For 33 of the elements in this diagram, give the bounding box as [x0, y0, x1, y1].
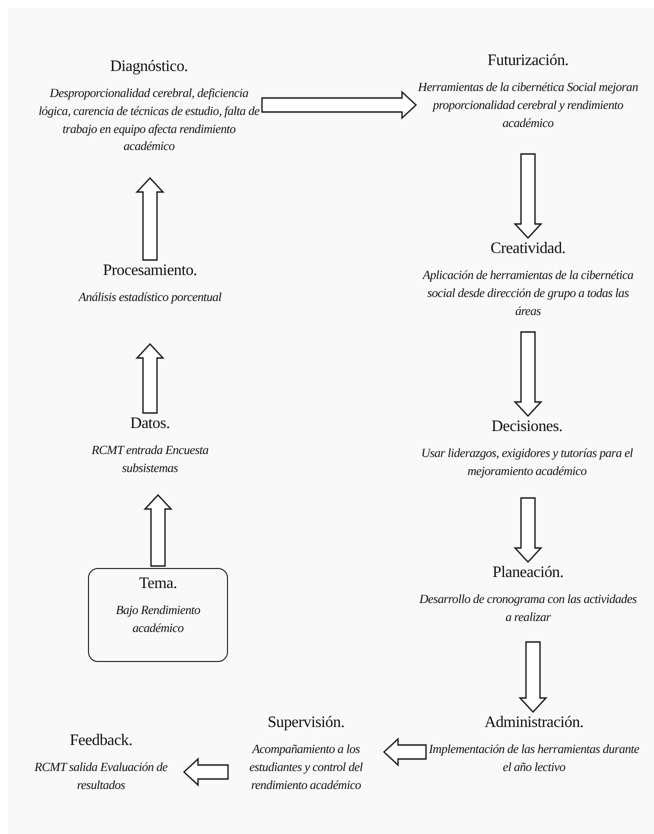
block-arrow — [513, 153, 543, 240]
step-heading: Planeación. — [492, 564, 564, 582]
step-description: Herramientas de la cibernética Social mejoran proporcionalidad cerebral y rendimiento académico — [418, 79, 638, 132]
block-arrow — [182, 757, 229, 787]
block-arrow — [143, 494, 173, 567]
step-heading: Diagnóstico. — [109, 58, 189, 76]
step-description: Acompañamiento a los estudiantes y control del rendimiento académico — [248, 741, 364, 794]
step-heading: Procesamiento. — [102, 262, 198, 280]
block-arrow — [382, 737, 427, 767]
block-arrow — [135, 176, 165, 261]
step-heading: Tema. — [138, 575, 178, 593]
step-heading: Administración. — [483, 714, 585, 732]
block-arrow — [135, 342, 165, 414]
block-arrow — [513, 331, 543, 418]
step-heading: Futurización. — [486, 52, 570, 70]
topic-box — [88, 568, 228, 662]
step-heading: Feedback. — [68, 732, 134, 750]
step-heading: Decisiones. — [490, 418, 564, 436]
step-heading: Datos. — [129, 415, 171, 433]
step-description: Desproporcionalidad cerebral, deficiencia lógica, carencia de técnicas de estudio, falta de trabajo en equipo afecta rendimiento académico — [38, 85, 260, 156]
block-arrow — [513, 497, 543, 564]
step-heading: Supervisión. — [266, 714, 346, 732]
step-description: Desarrollo de cronograma con las actividades a realizar — [418, 591, 638, 626]
step-description: Usar liderazgos, exigidores y tutorías para el mejoramiento académico — [420, 445, 634, 480]
block-arrow — [518, 641, 548, 714]
step-description: RCMT salida Evaluación de resultados — [33, 759, 169, 794]
step-description: Aplicación de herramientas de la cibernética social desde dirección de grupo a todas las áreas — [421, 267, 634, 320]
step-description: Implementación de las herramientas durante el año lectivo — [428, 741, 640, 776]
step-description: RCMT entrada Encuesta subsistemas — [90, 442, 210, 477]
block-arrow — [261, 90, 418, 120]
step-heading: Creatividad. — [489, 240, 567, 258]
step-description: Análisis estadístico porcentual — [77, 289, 222, 306]
step-description: Bajo Rendimiento académico — [114, 602, 202, 637]
